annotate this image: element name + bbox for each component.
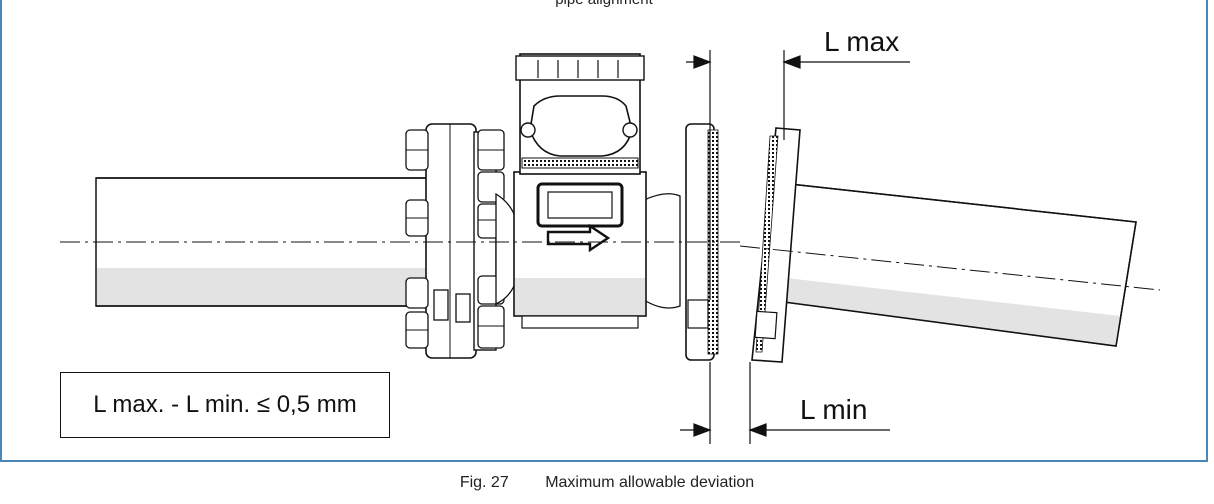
pipe-flange-tilted (751, 127, 801, 363)
figure-caption: Fig. 27 Maximum allowable deviation (0, 474, 1214, 492)
figure-number: Fig. 27 (459, 474, 509, 491)
figure-title: Maximum allowable deviation (545, 474, 755, 491)
meter-neck (495, 192, 681, 309)
flowmeter-body (513, 53, 647, 329)
tolerance-formula-text: L max. - L min. ≤ 0,5 mm (93, 391, 357, 418)
right-pipe-misaligned (783, 183, 1137, 347)
centerline (60, 241, 1161, 291)
l-max-dimension (686, 50, 910, 300)
l-min-dimension (680, 362, 890, 444)
figure-frame: pipe alignment (0, 0, 1208, 462)
clipped-heading: pipe alignment (2, 0, 1206, 8)
tolerance-formula-box: L max. - L min. ≤ 0,5 mm (60, 372, 390, 438)
l-max-label: L max (824, 26, 900, 57)
left-flange-assembly (405, 123, 505, 359)
l-min-label: L min (800, 394, 868, 425)
